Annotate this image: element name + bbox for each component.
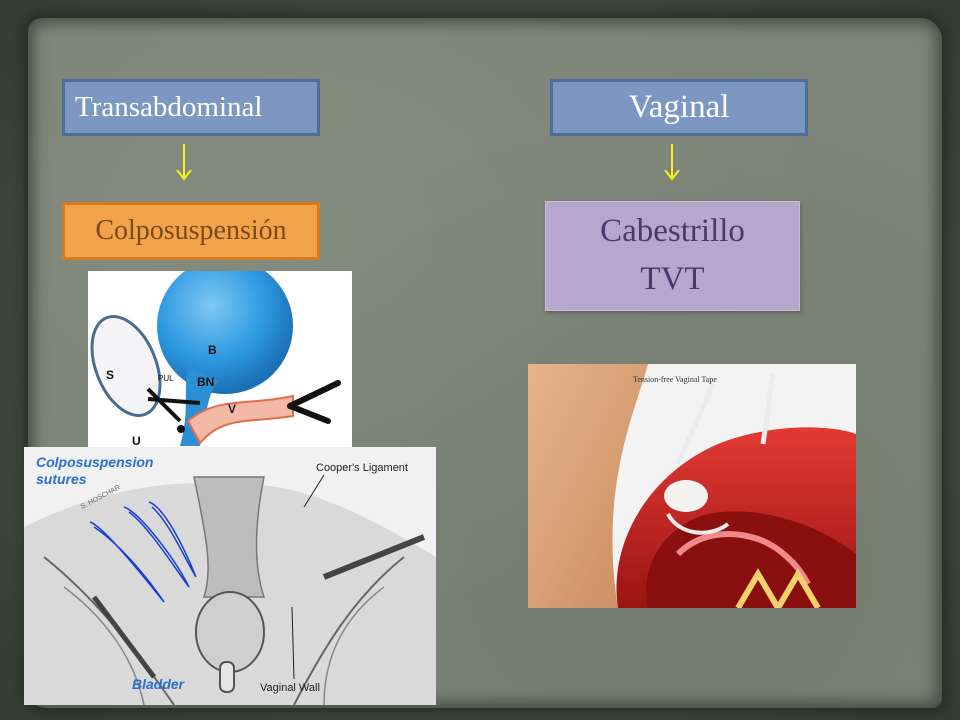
transabdominal-box: Transabdominal xyxy=(62,79,320,136)
anatomy-schematic-figure: B BN S PUL V U xyxy=(88,271,352,451)
vaginal-wall-label: Vaginal Wall xyxy=(260,682,320,694)
label-u: U xyxy=(132,434,141,448)
sling-box: Cabestrillo TVT xyxy=(545,201,800,311)
colposuspension-sutures-title-1: Colposuspension xyxy=(36,454,153,470)
retractor-icon xyxy=(287,380,341,424)
bladder-label: Bladder xyxy=(132,676,186,692)
tape-needles-icon xyxy=(675,373,776,466)
label-v: V xyxy=(228,402,236,416)
tvt-illustration-svg: Tension-free Vaginal Tape xyxy=(528,364,856,608)
symphysis-shape xyxy=(90,314,162,418)
coopers-ligament-label: Cooper's Ligament xyxy=(316,462,408,474)
bladder-dome-shape xyxy=(195,591,265,673)
anatomy-schematic-svg: B BN S PUL V U xyxy=(90,271,341,448)
tvt-illustration: Tension-free Vaginal Tape xyxy=(528,364,856,608)
clamp-right-icon xyxy=(322,534,426,580)
sling-label-tvt: TVT xyxy=(640,261,705,297)
vagina-shape xyxy=(186,394,294,445)
vaginal-box: Vaginal xyxy=(550,79,808,136)
thigh-shape xyxy=(528,364,648,608)
sacrum-shape xyxy=(735,568,821,608)
vaginal-label: Vaginal xyxy=(628,89,730,125)
colposuspension-label: Colposuspensión xyxy=(95,215,287,246)
label-b: B xyxy=(208,343,217,357)
bladder-shape xyxy=(157,271,293,394)
colposuspension-illustration-svg: Colposuspension sutures S. HOSCHAR Coope… xyxy=(24,447,436,705)
suture-lines-icon xyxy=(89,501,197,603)
colposuspension-illustration: Colposuspension sutures S. HOSCHAR Coope… xyxy=(24,447,436,705)
colposuspension-box: Colposuspensión xyxy=(62,202,320,260)
catheter-shape xyxy=(219,661,235,693)
colposuspension-sutures-title-2: sutures xyxy=(36,471,87,487)
label-pul: PUL xyxy=(158,374,174,383)
urethra-shape xyxy=(180,366,218,446)
label-s: S xyxy=(106,368,114,382)
transabdominal-label: Transabdominal xyxy=(75,91,263,123)
down-arrow-left-icon xyxy=(176,144,192,181)
down-arrow-right-icon xyxy=(664,144,680,181)
label-bn: BN xyxy=(197,375,214,389)
tvt-caption: Tension-free Vaginal Tape xyxy=(633,375,717,384)
sling-label-cabestrillo: Cabestrillo xyxy=(600,213,745,250)
bladder-balloon-shape xyxy=(664,480,708,512)
clamp-left-icon xyxy=(92,595,156,679)
